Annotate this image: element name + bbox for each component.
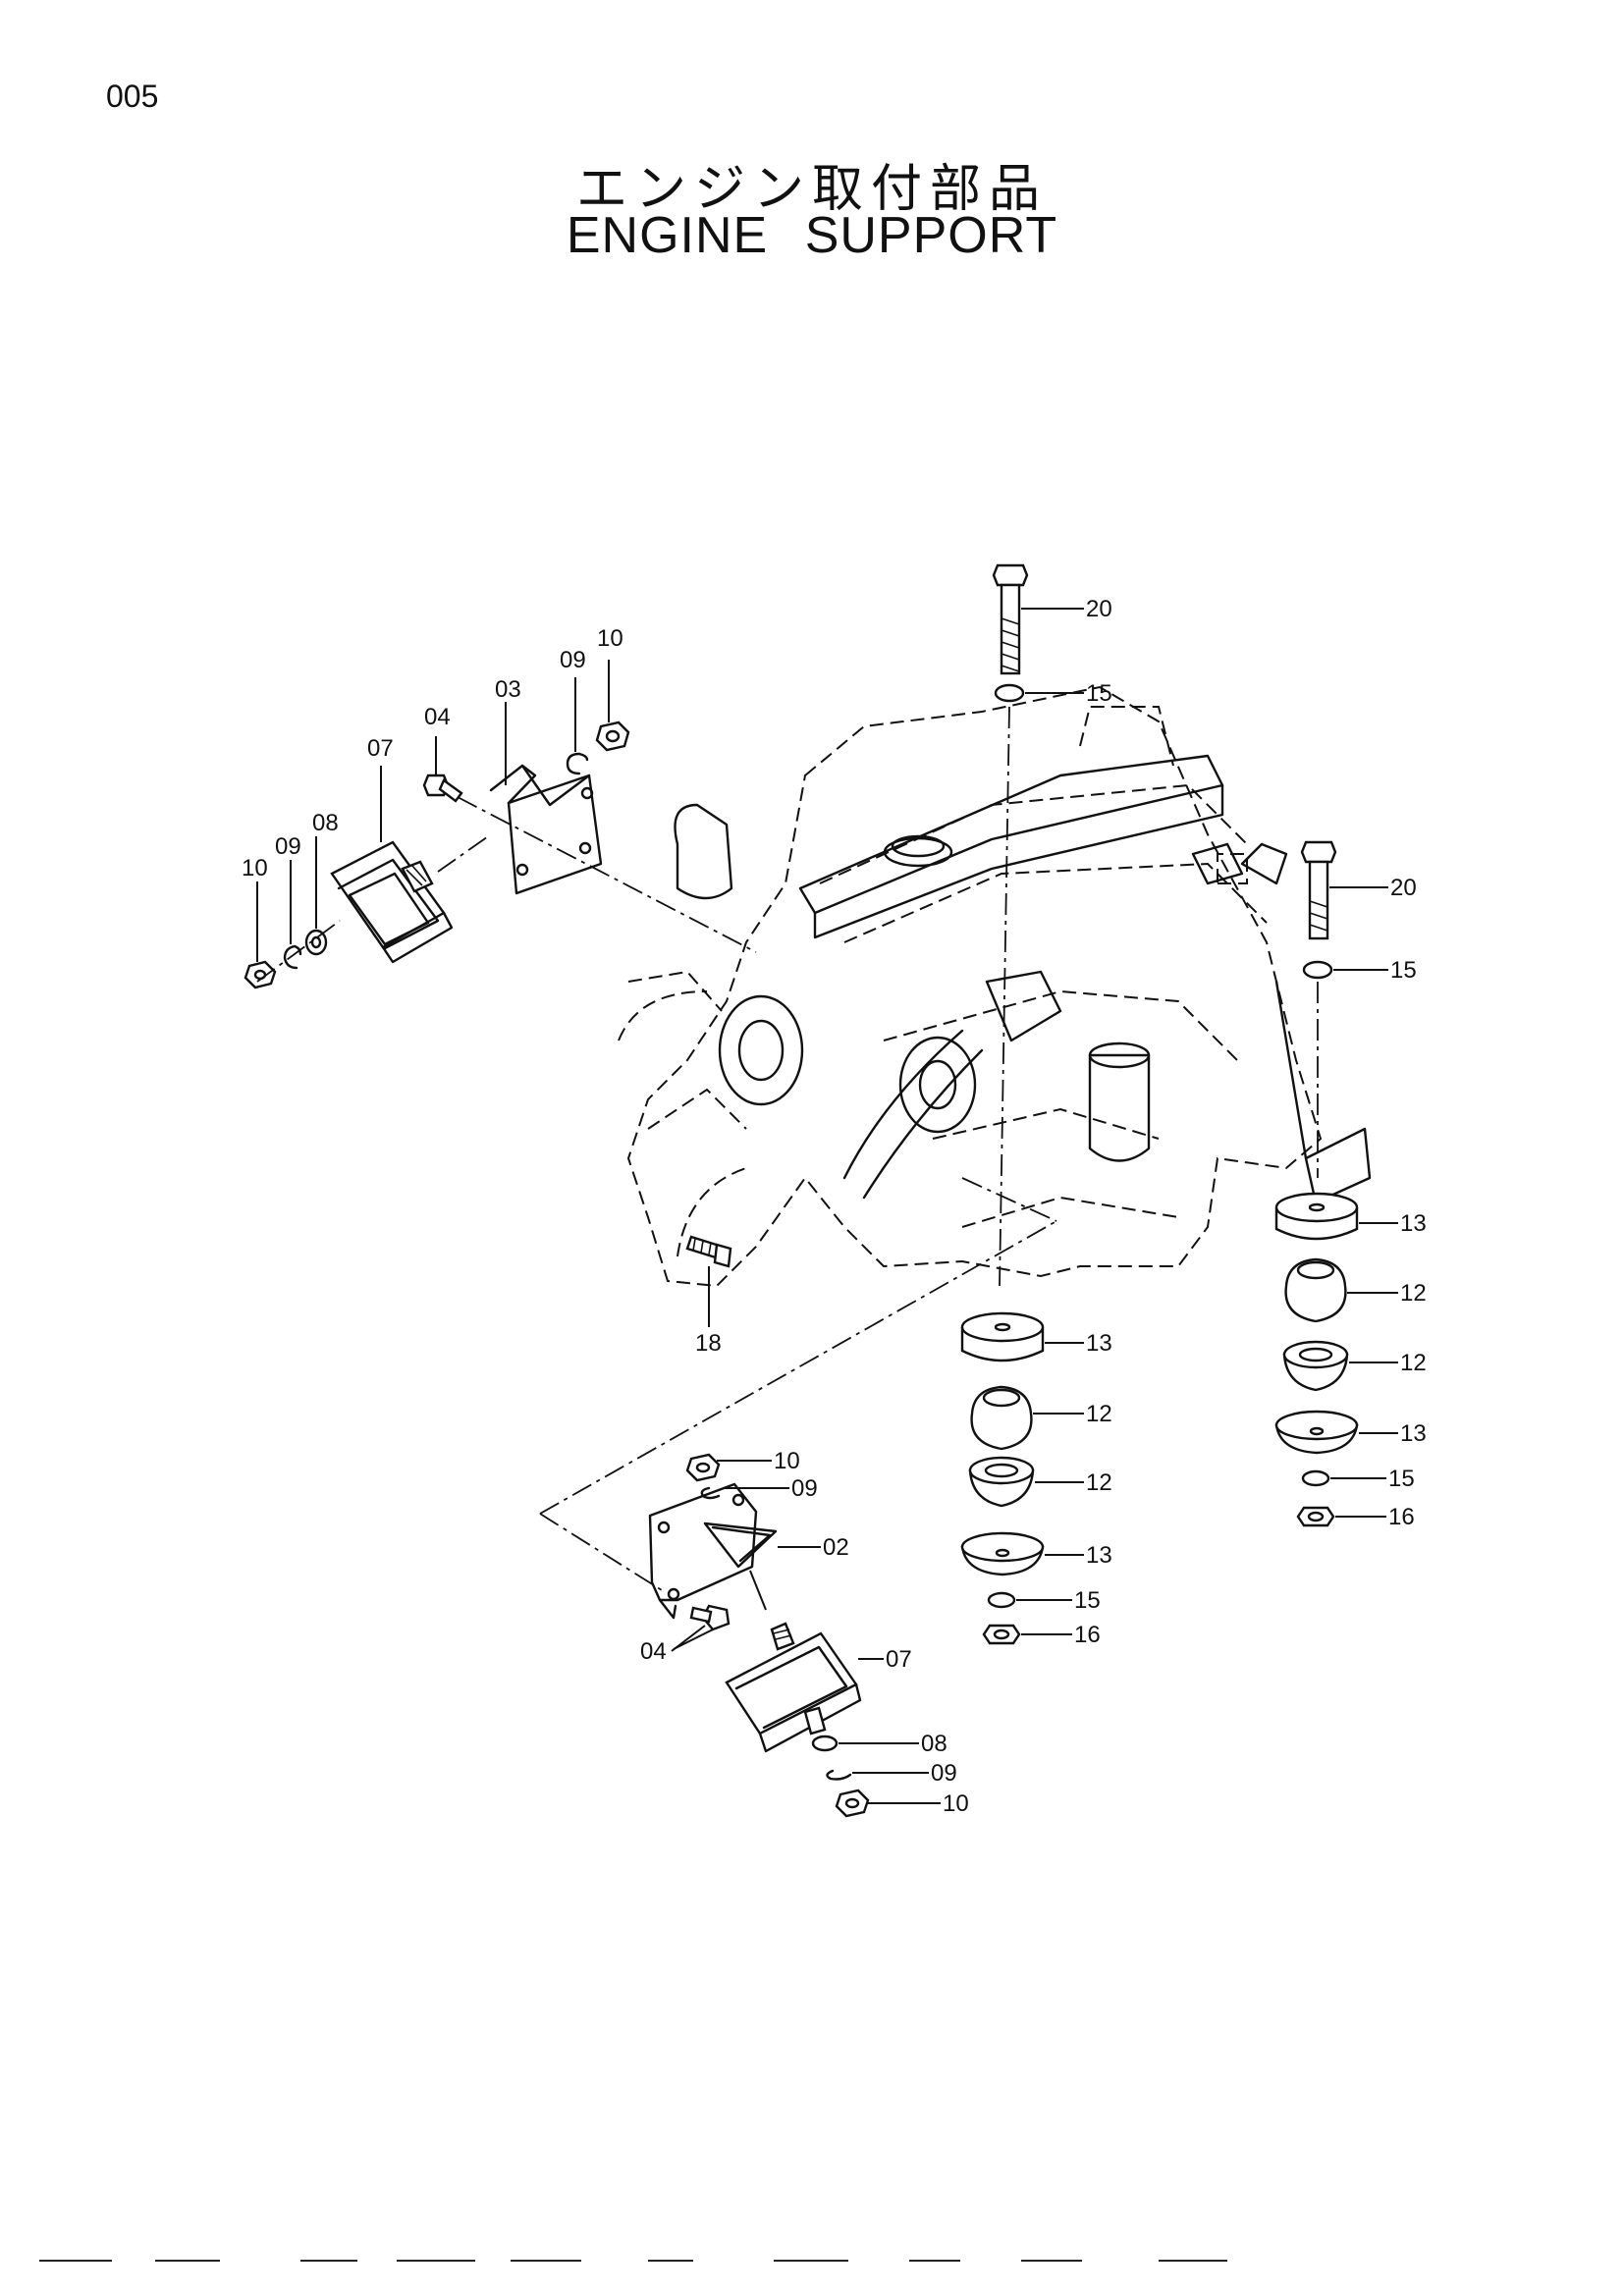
callout-20-top-center: 20 [1086, 596, 1112, 622]
callout-18: 18 [695, 1330, 722, 1357]
callout-08-upper: 08 [312, 810, 339, 836]
center-mount-stack [960, 1311, 1084, 1645]
footer-rule [300, 2260, 357, 2262]
callout-07-lower: 07 [886, 1646, 912, 1673]
callout-04-upper: 04 [424, 704, 451, 730]
page-title-english: ENGINE SUPPORT [566, 207, 1058, 264]
callout-10-lower-a: 10 [774, 1448, 800, 1474]
callout-labels: 20 15 20 15 13 12 12 13 15 16 13 12 12 1… [242, 596, 1427, 1817]
callout-15-right: 15 [1390, 957, 1417, 984]
callout-04-lower: 04 [640, 1638, 667, 1665]
page-title-japanese: エンジン取付部品 [575, 160, 1048, 219]
footer-rule [1021, 2260, 1082, 2262]
callout-13-right-top: 13 [1400, 1210, 1427, 1237]
engine-block-outline [618, 685, 1323, 1288]
callout-13-center-bottom: 13 [1086, 1542, 1112, 1569]
callout-09-lower-a: 09 [791, 1475, 818, 1502]
engine-components [674, 754, 1288, 1200]
callout-03: 03 [495, 676, 521, 703]
callout-16-right: 16 [1388, 1504, 1415, 1530]
callout-07-upper: 07 [367, 735, 394, 762]
callout-12-center-a: 12 [1086, 1401, 1112, 1427]
callout-12-center-b: 12 [1086, 1469, 1112, 1496]
callout-16-center: 16 [1074, 1622, 1101, 1648]
callout-09-upper-a: 09 [560, 647, 586, 673]
footer-rule [39, 2260, 112, 2262]
footer-rule [155, 2260, 220, 2262]
callout-15-top-center: 15 [1086, 680, 1112, 707]
callout-15-center-bottom: 15 [1074, 1587, 1101, 1614]
callout-20-right: 20 [1390, 875, 1417, 901]
callout-15-right-bottom: 15 [1388, 1466, 1415, 1492]
callout-13-right-bottom: 13 [1400, 1420, 1427, 1447]
center-top-bolt-group [992, 563, 1084, 1287]
page-number: 005 [106, 79, 159, 114]
callout-13-center-top: 13 [1086, 1330, 1112, 1357]
callout-08-lower: 08 [921, 1731, 947, 1757]
callout-12-right-b: 12 [1400, 1350, 1427, 1376]
callout-10-upper-b: 10 [242, 855, 268, 881]
footer-rule [909, 2260, 960, 2262]
callout-09-lower-b: 09 [931, 1760, 957, 1787]
footer-rule [648, 2260, 693, 2262]
footer-rule [774, 2260, 848, 2262]
right-top-bolt-group [1274, 840, 1388, 1204]
callout-10-lower-b: 10 [943, 1790, 969, 1817]
footer-rule [1159, 2260, 1227, 2262]
callout-12-right-a: 12 [1400, 1280, 1427, 1307]
upper-left-mount-group [244, 660, 757, 989]
bolt-18 [685, 1235, 732, 1327]
footer-rule [397, 2260, 475, 2262]
callout-10-upper-a: 10 [597, 625, 623, 652]
right-mount-stack [1274, 1192, 1398, 1527]
callout-02: 02 [823, 1534, 849, 1561]
footer-rule [511, 2260, 581, 2262]
lower-left-mount-group [539, 1177, 1057, 1818]
callout-09-upper-b: 09 [275, 833, 301, 860]
